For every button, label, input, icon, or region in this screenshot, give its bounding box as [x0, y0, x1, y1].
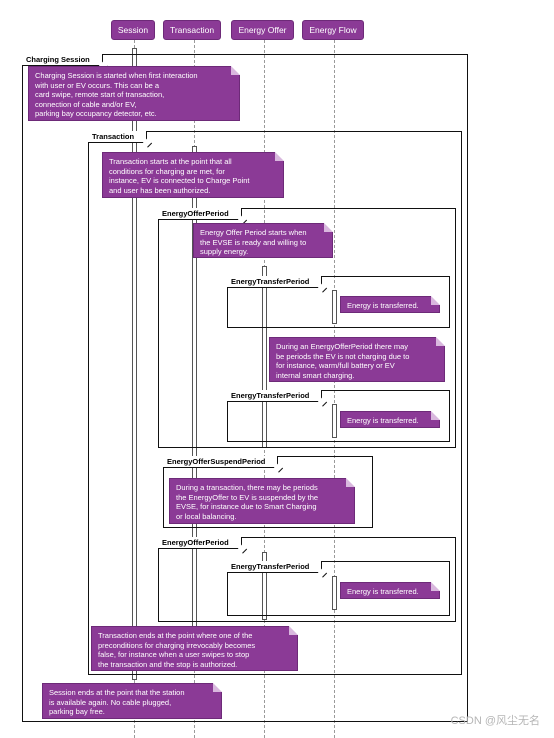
note-session-end: Session ends at the point that the stati… — [42, 683, 222, 719]
lifeline-transaction-header: Transaction — [163, 20, 221, 40]
frame-energy-offer-period-1-label: EnergyOfferPeriod — [158, 208, 242, 220]
energy-offer-activation-bar-2 — [262, 552, 267, 620]
frame-energy-transfer-period-3-label: EnergyTransferPeriod — [227, 561, 323, 573]
frame-energy-transfer-period-3: EnergyTransferPeriod — [227, 561, 450, 616]
note-suspend: During a transaction, there may be perio… — [169, 478, 355, 524]
note-transaction-end: Transaction ends at the point where one … — [91, 626, 298, 671]
note-energy-offer-start: Energy Offer Period starts when the EVSE… — [193, 223, 333, 258]
lifeline-energy-offer-header: Energy Offer — [231, 20, 294, 40]
lifeline-session-header: Session — [111, 20, 155, 40]
frame-energy-transfer-period-1-label: EnergyTransferPeriod — [227, 276, 323, 288]
frame-energy-offer-period-1: EnergyOfferPeriod — [158, 208, 456, 448]
frame-charging-session: Charging Session — [22, 54, 468, 722]
frame-energy-offer-suspend-period: EnergyOfferSuspendPeriod — [163, 456, 373, 528]
frame-charging-session-label: Charging Session — [22, 54, 103, 66]
lifeline-energy-flow-line — [334, 40, 335, 738]
note-energy-transferred-2: Energy is transferred. — [340, 411, 440, 428]
frame-energy-transfer-period-2: EnergyTransferPeriod — [227, 390, 450, 442]
frame-energy-offer-suspend-period-label: EnergyOfferSuspendPeriod — [163, 456, 279, 468]
watermark: CSDN @风尘无名 — [450, 715, 540, 727]
note-session-start: Charging Session is started when first i… — [28, 66, 240, 121]
note-energy-transferred-3: Energy is transferred. — [340, 582, 440, 599]
frame-energy-offer-period-2: EnergyOfferPeriod — [158, 537, 456, 622]
frame-transaction-label: Transaction — [88, 131, 148, 143]
frame-energy-transfer-period-1: EnergyTransferPeriod — [227, 276, 450, 328]
lifeline-energy-flow-header: Energy Flow — [302, 20, 364, 40]
frame-energy-offer-period-2-label: EnergyOfferPeriod — [158, 537, 242, 549]
frame-transaction: Transaction — [88, 131, 462, 675]
note-energy-transferred-1: Energy is transferred. — [340, 296, 440, 313]
note-not-charging: During an EnergyOfferPeriod there may be… — [269, 337, 445, 382]
energy-flow-activation-bar-3 — [332, 576, 337, 610]
note-transaction-start: Transaction starts at the point that all… — [102, 152, 284, 198]
energy-flow-activation-bar-1 — [332, 290, 337, 324]
session-activation-bar — [132, 48, 137, 680]
energy-flow-activation-bar-2 — [332, 404, 337, 438]
frame-energy-transfer-period-2-label: EnergyTransferPeriod — [227, 390, 323, 402]
